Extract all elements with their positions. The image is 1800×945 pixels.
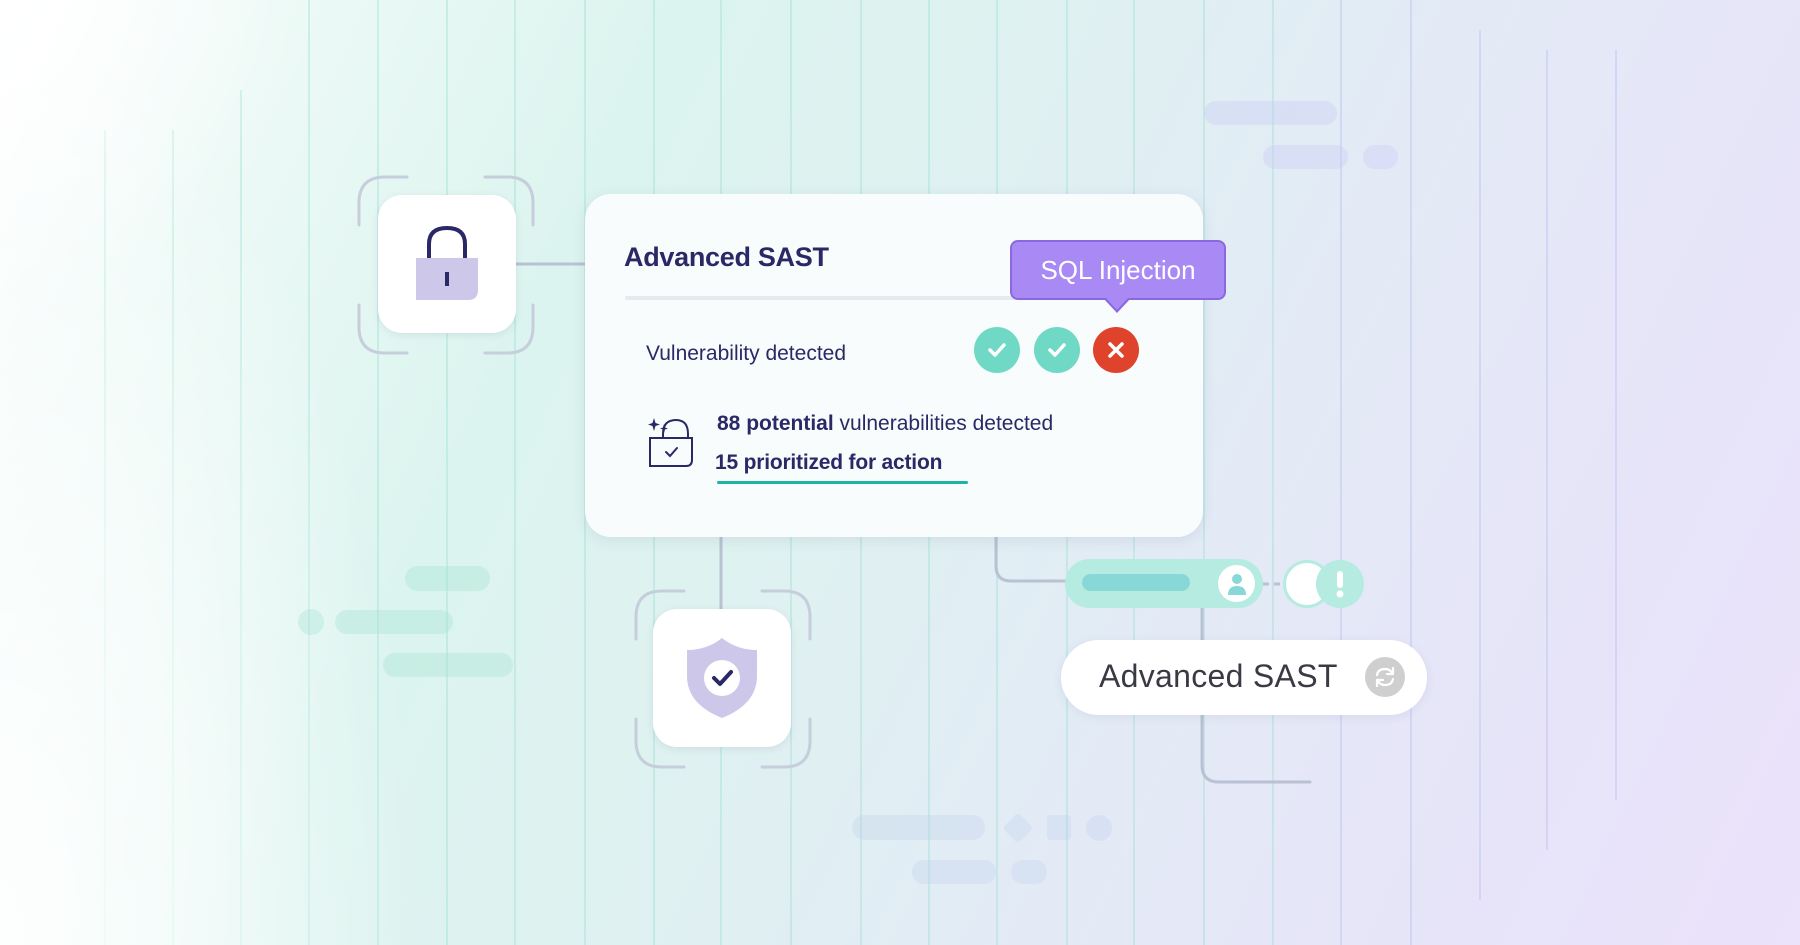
- placeholder-bar: [1263, 145, 1348, 169]
- check-icon: [1048, 343, 1066, 357]
- shield-check-icon: [687, 638, 757, 718]
- user-icon: [1227, 573, 1246, 595]
- placeholder-dot: [1086, 815, 1112, 841]
- refresh-icon: [1375, 666, 1395, 688]
- status-pass-2: [1034, 327, 1080, 373]
- sql-injection-tooltip: SQL Injection: [1010, 240, 1226, 300]
- card-divider: [625, 296, 1045, 300]
- placeholder-bar: [852, 815, 985, 840]
- sparkle-lock-icon: [648, 418, 693, 467]
- shield-card: [653, 609, 791, 747]
- tooltip-tail: [1105, 297, 1129, 310]
- status-pass-1: [974, 327, 1020, 373]
- placeholder-bar: [405, 566, 490, 591]
- placeholder-bar: [1011, 860, 1047, 884]
- user-status-pill: [1065, 559, 1263, 608]
- card-title: Advanced SAST: [624, 242, 829, 272]
- placeholder-square: [1047, 815, 1071, 840]
- check-icon: [988, 343, 1006, 357]
- placeholder-bar: [1204, 101, 1337, 125]
- lock-card-frame: [357, 175, 535, 355]
- alert-circle[interactable]: [1316, 560, 1364, 608]
- potential-count: 88 potential: [717, 412, 834, 435]
- placeholder-bar: [1363, 145, 1398, 169]
- shield-card-frame: [634, 589, 812, 769]
- prioritized-underline: [717, 481, 968, 484]
- advanced-sast-pill[interactable]: Advanced SAST: [1061, 640, 1427, 715]
- prioritized-link[interactable]: 15 prioritized for action: [715, 451, 943, 474]
- sast-pill-label: Advanced SAST: [1099, 658, 1338, 694]
- vulnerability-detected-label: Vulnerability detected: [646, 342, 847, 365]
- avatar[interactable]: [1218, 565, 1255, 602]
- potential-rest: vulnerabilities detected: [833, 412, 1054, 435]
- refresh-button[interactable]: [1365, 657, 1405, 697]
- exclamation-icon: [1336, 571, 1344, 598]
- placeholder-bar: [1082, 574, 1190, 591]
- lock-icon: [416, 225, 478, 300]
- lock-card: [378, 195, 516, 333]
- x-icon: [1108, 342, 1124, 358]
- potential-vulnerabilities-text: 88 potential vulnerabilities detected: [717, 412, 1053, 436]
- status-fail[interactable]: [1093, 327, 1139, 373]
- placeholder-bar: [912, 860, 996, 884]
- placeholder-bar: [383, 653, 513, 677]
- placeholder-bar: [335, 610, 453, 634]
- placeholder-dot: [298, 609, 324, 635]
